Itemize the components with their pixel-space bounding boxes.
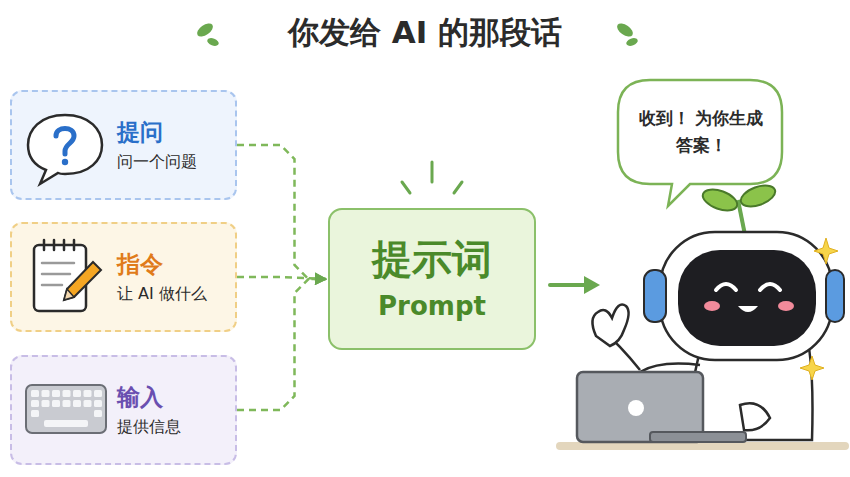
key (31, 410, 39, 417)
question-icon (28, 115, 102, 184)
node-body: 提供信息 (117, 417, 227, 436)
node-heading: 指令 (117, 251, 227, 279)
dashed-connector (237, 279, 326, 410)
title: 你发给 AI 的那段话 (0, 12, 850, 54)
key (94, 410, 102, 417)
key (31, 390, 39, 397)
key (94, 390, 102, 397)
notepad-icon (34, 240, 101, 311)
key (63, 400, 71, 407)
key (42, 400, 50, 407)
key (73, 400, 81, 407)
node-heading: 收到！ 为你生成答案！ (632, 105, 770, 159)
prompt-box: 提示词 Prompt (328, 208, 536, 350)
question-box: 提问问一个问题 (10, 90, 237, 200)
key (63, 390, 71, 397)
key (84, 390, 92, 397)
spark-lines (402, 162, 462, 193)
box-fill (10, 90, 237, 200)
key (42, 390, 50, 397)
key (52, 390, 60, 397)
dashed-connector (237, 145, 326, 279)
output-arrow (550, 276, 600, 294)
key (94, 400, 102, 407)
box-fill (10, 222, 237, 332)
box-fill (328, 208, 536, 350)
key (84, 400, 92, 407)
speech-bubble-text: 收到！ 为你生成答案！ (628, 88, 774, 176)
node-heading: 提问 (117, 119, 227, 147)
node-body: 让 AI 做什么 (117, 284, 227, 303)
key (31, 400, 39, 407)
node-heading: 提示词 (338, 235, 526, 283)
box-fill (10, 355, 237, 465)
input-box: 输入提供信息 (10, 355, 237, 465)
node-body: Prompt (338, 291, 526, 322)
keyboard-icon (26, 385, 106, 433)
node-body: 问一个问题 (117, 152, 227, 171)
key (52, 400, 60, 407)
robot-illustration (560, 181, 845, 446)
node-heading: 输入 (117, 384, 227, 412)
instruction-box: 指令让 AI 做什么 (10, 222, 237, 332)
key (73, 390, 81, 397)
dashed-connector (237, 277, 326, 279)
